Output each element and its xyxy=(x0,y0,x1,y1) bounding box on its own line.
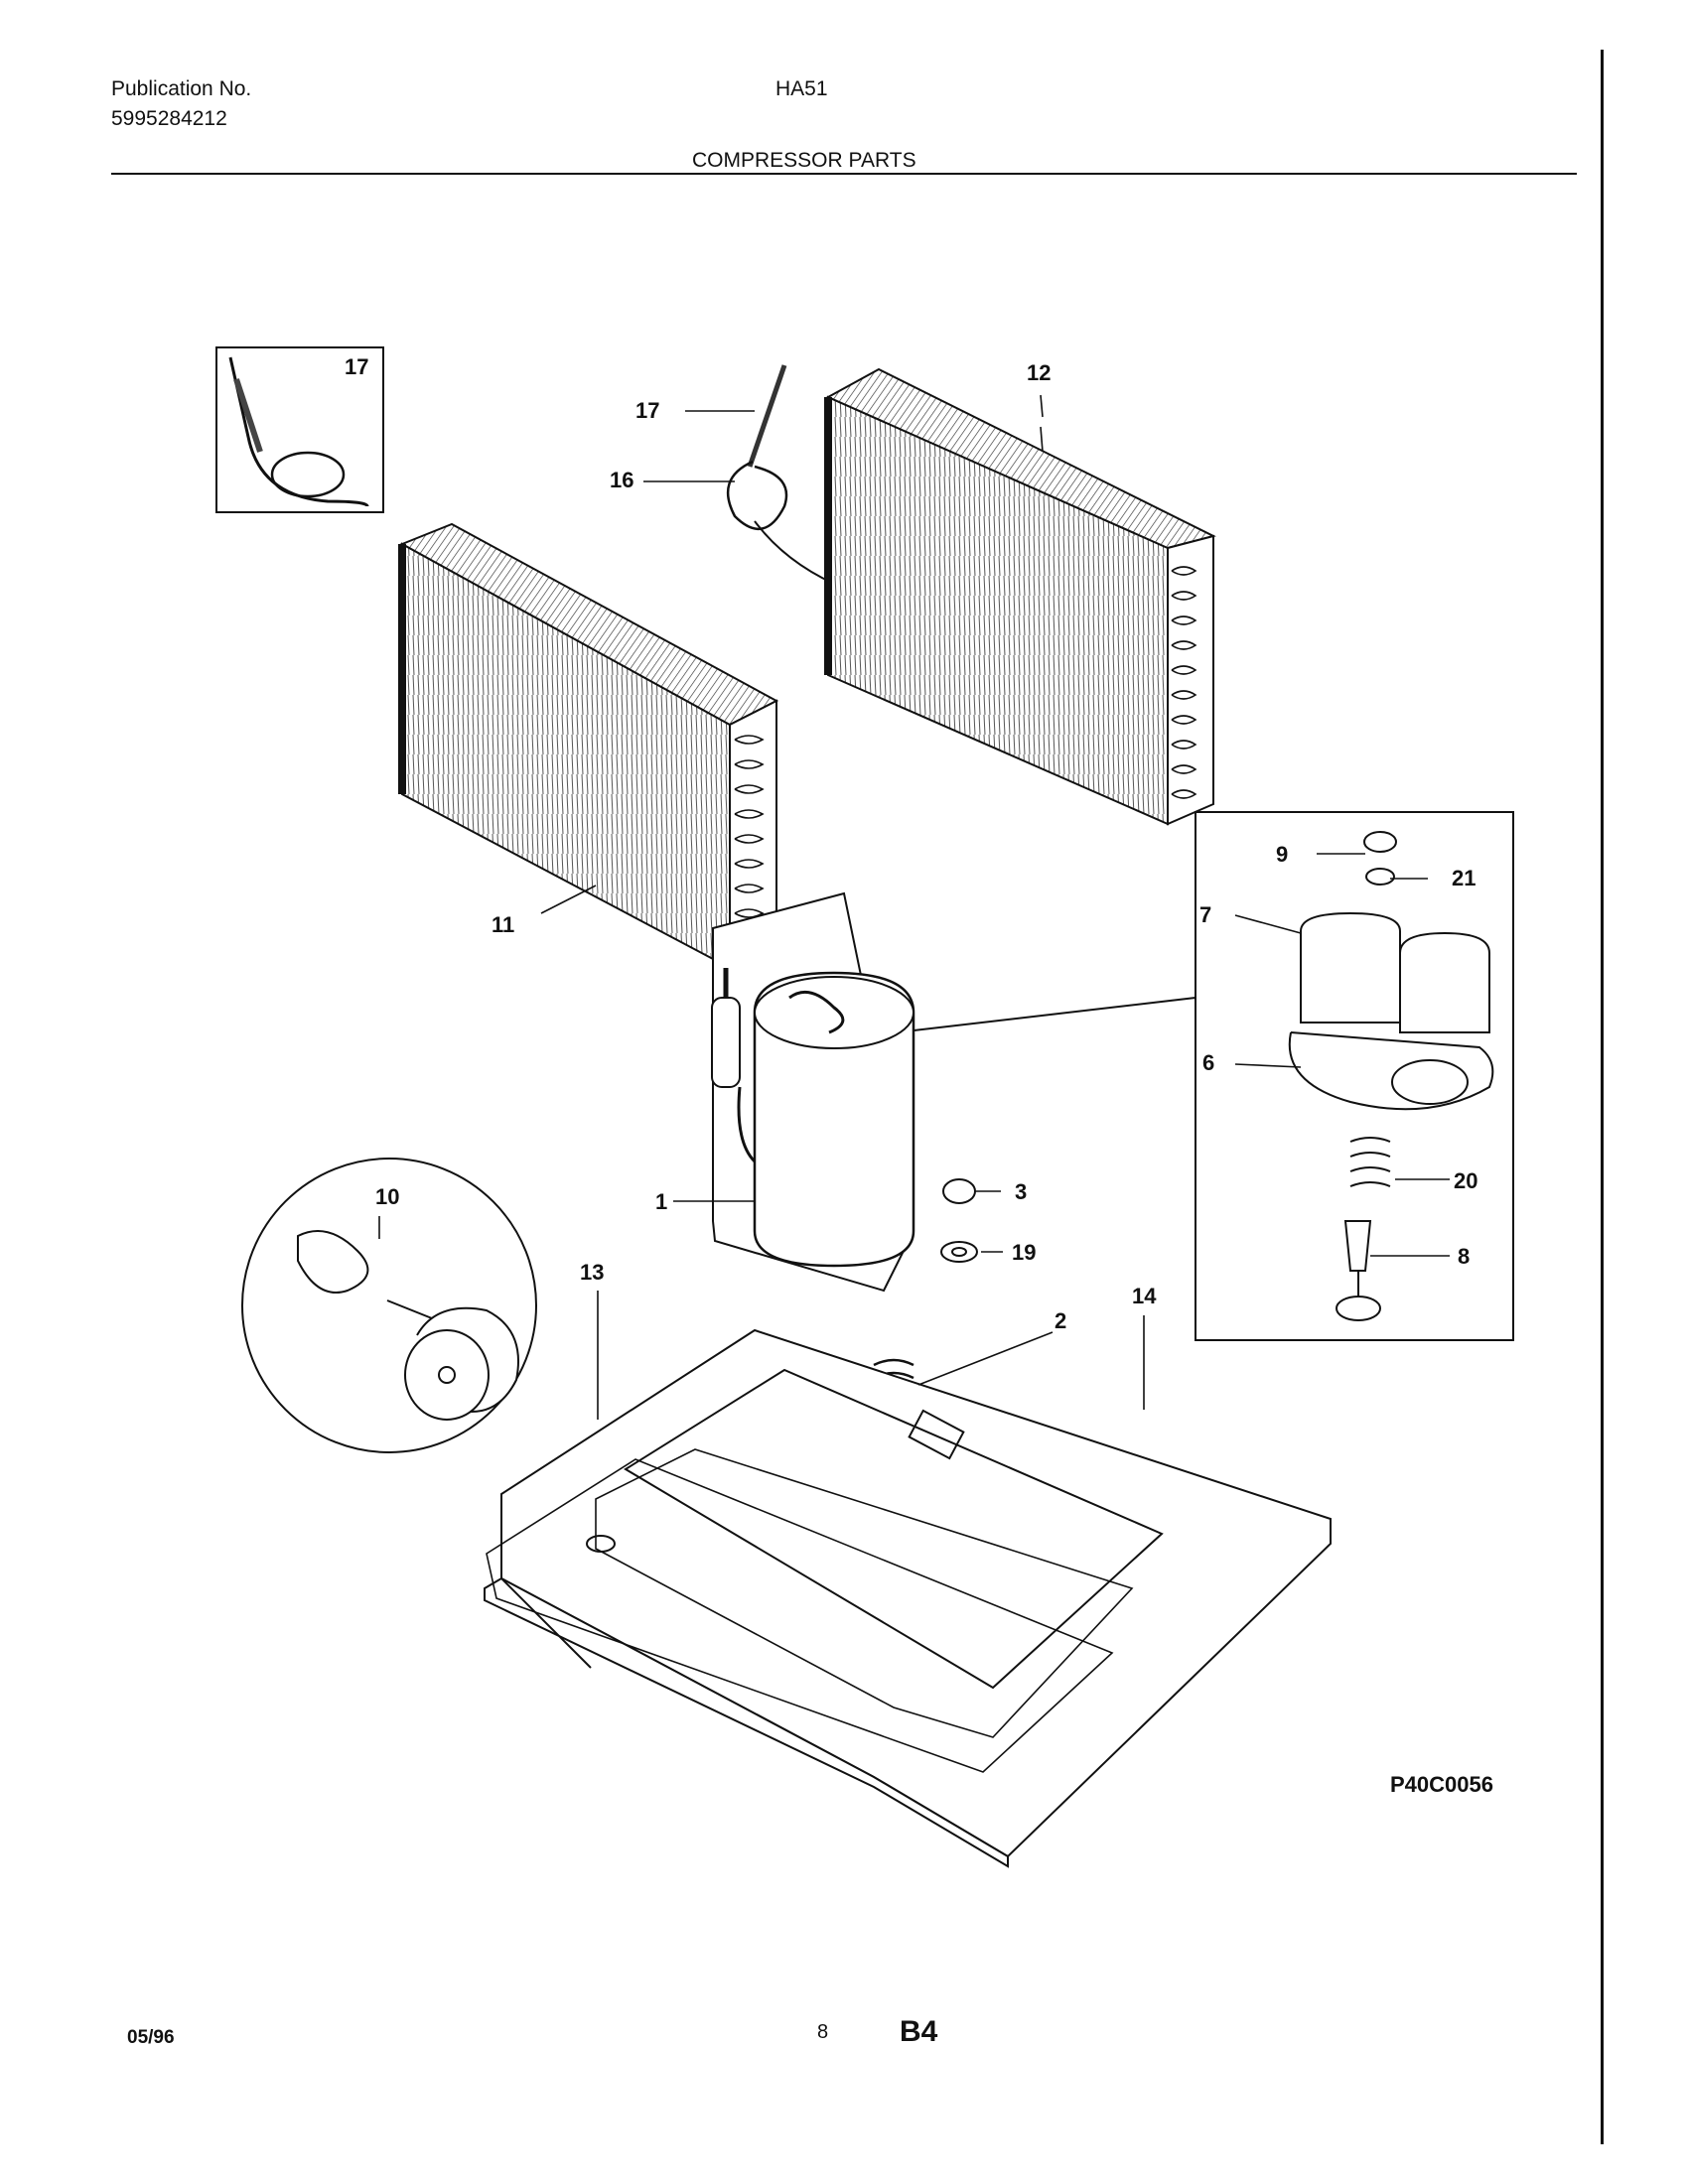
callout-12: 12 xyxy=(1027,360,1052,385)
callout-19: 19 xyxy=(1012,1240,1037,1265)
callout-3: 3 xyxy=(1015,1179,1028,1204)
callout-6: 6 xyxy=(1202,1050,1215,1075)
callout-21: 21 xyxy=(1452,866,1477,890)
footer-page-number: 8 xyxy=(817,2021,829,2043)
thermistor-sensor xyxy=(726,364,835,585)
callout-1: 1 xyxy=(655,1189,668,1214)
callout-10: 10 xyxy=(375,1184,400,1209)
callout-20: 20 xyxy=(1454,1168,1478,1193)
callout-17-inset: 17 xyxy=(345,354,369,379)
section-title: COMPRESSOR PARTS xyxy=(692,149,916,172)
callout-9: 9 xyxy=(1276,842,1289,867)
footer-date: 05/96 xyxy=(127,2027,175,2048)
sensor-inset-box xyxy=(215,346,384,513)
callout-16: 16 xyxy=(610,468,634,492)
model-number: HA51 xyxy=(775,77,828,100)
callout-2: 2 xyxy=(1055,1308,1067,1333)
publication-label: Publication No. xyxy=(111,77,252,100)
header-rule xyxy=(111,173,1577,175)
figure-code: P40C0056 xyxy=(1390,1772,1493,1797)
condenser-coil xyxy=(824,367,1216,826)
callout-7: 7 xyxy=(1199,902,1212,927)
callout-13: 13 xyxy=(580,1260,605,1285)
footer-section-code: B4 xyxy=(900,2015,938,2048)
right-margin-rule xyxy=(1601,50,1604,2144)
overload-inset-circle xyxy=(241,1158,537,1453)
callout-11: 11 xyxy=(492,912,515,937)
compressor xyxy=(711,891,915,1293)
overload-detail-box xyxy=(1195,811,1514,1341)
evaporator-coil xyxy=(398,522,779,970)
callout-8: 8 xyxy=(1458,1244,1471,1269)
callout-14: 14 xyxy=(1132,1284,1157,1308)
base-pan xyxy=(484,1328,1332,1868)
callout-17: 17 xyxy=(635,398,660,423)
publication-number: 5995284212 xyxy=(111,107,227,130)
